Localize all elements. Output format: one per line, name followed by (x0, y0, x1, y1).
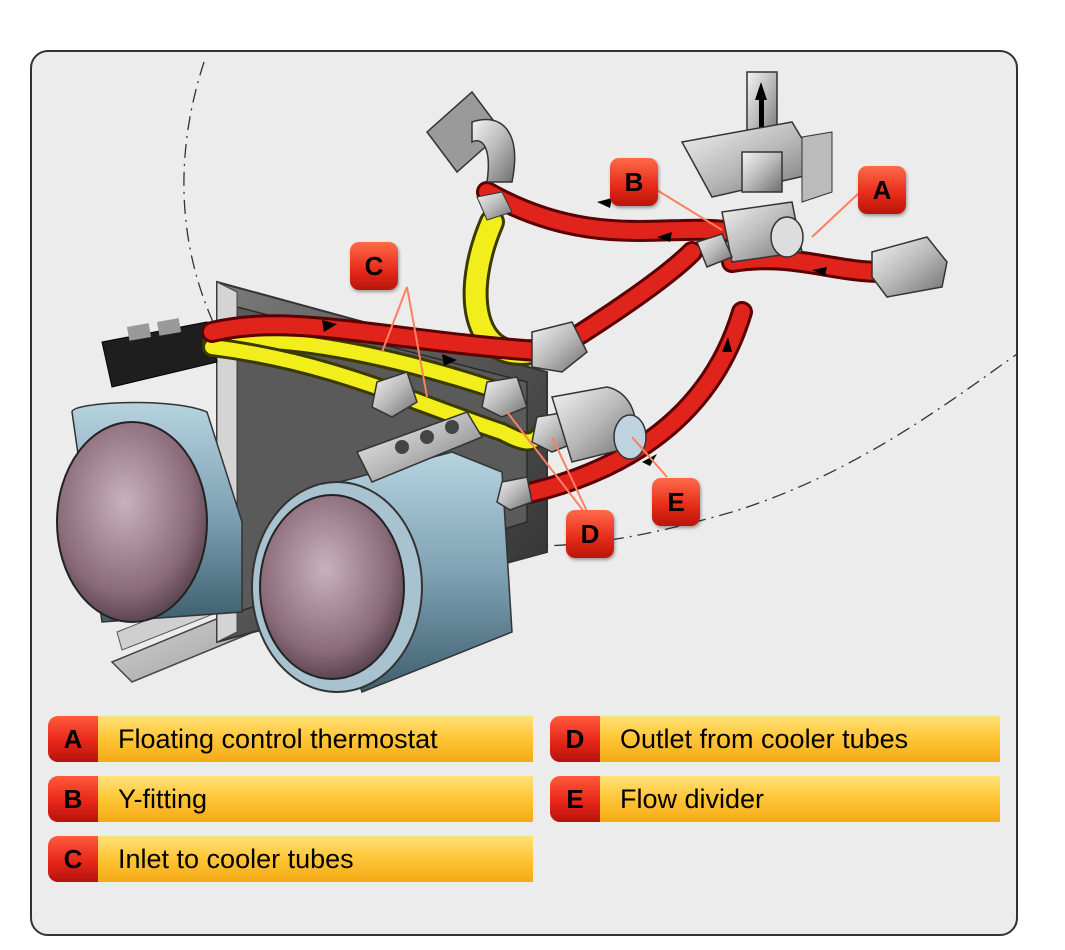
flow-divider-body (551, 386, 647, 463)
flow-arrow-icon (322, 198, 827, 466)
cooler-drum-front (251, 451, 513, 694)
legend-row-d: D Outlet from cooler tubes (550, 716, 1000, 762)
legend-key-a: A (48, 716, 98, 762)
callout-c: C (350, 242, 398, 290)
legend-label-d: Outlet from cooler tubes (600, 716, 1000, 762)
pipe-fittings (371, 233, 948, 511)
legend-row-e: E Flow divider (550, 776, 1000, 822)
legend-label-a: Floating control thermostat (98, 716, 533, 762)
thermostat-valve (680, 71, 833, 263)
callout-leaders (381, 186, 861, 523)
callout-d: D (566, 510, 614, 558)
legend-row-c: C Inlet to cooler tubes (48, 836, 533, 882)
elbow-fitting (425, 90, 516, 221)
legend-row-b: B Y-fitting (48, 776, 533, 822)
oil-cooler-illustration (56, 61, 1016, 694)
legend-label-e: Flow divider (600, 776, 1000, 822)
callout-b: B (610, 158, 658, 206)
manifold-block (101, 318, 218, 388)
legend-row-a: A Floating control thermostat (48, 716, 533, 762)
legend-key-d: D (550, 716, 600, 762)
diagram-frame: A B C D E A Floating control thermostat … (30, 50, 1018, 936)
callout-a: A (858, 166, 906, 214)
callout-e: E (652, 478, 700, 526)
legend-key-c: C (48, 836, 98, 882)
legend-key-e: E (550, 776, 600, 822)
legend-key-b: B (48, 776, 98, 822)
legend-label-c: Inlet to cooler tubes (98, 836, 533, 882)
cooler-drum-rear (56, 401, 243, 623)
tube-clamp (355, 411, 484, 483)
legend-label-b: Y-fitting (98, 776, 533, 822)
